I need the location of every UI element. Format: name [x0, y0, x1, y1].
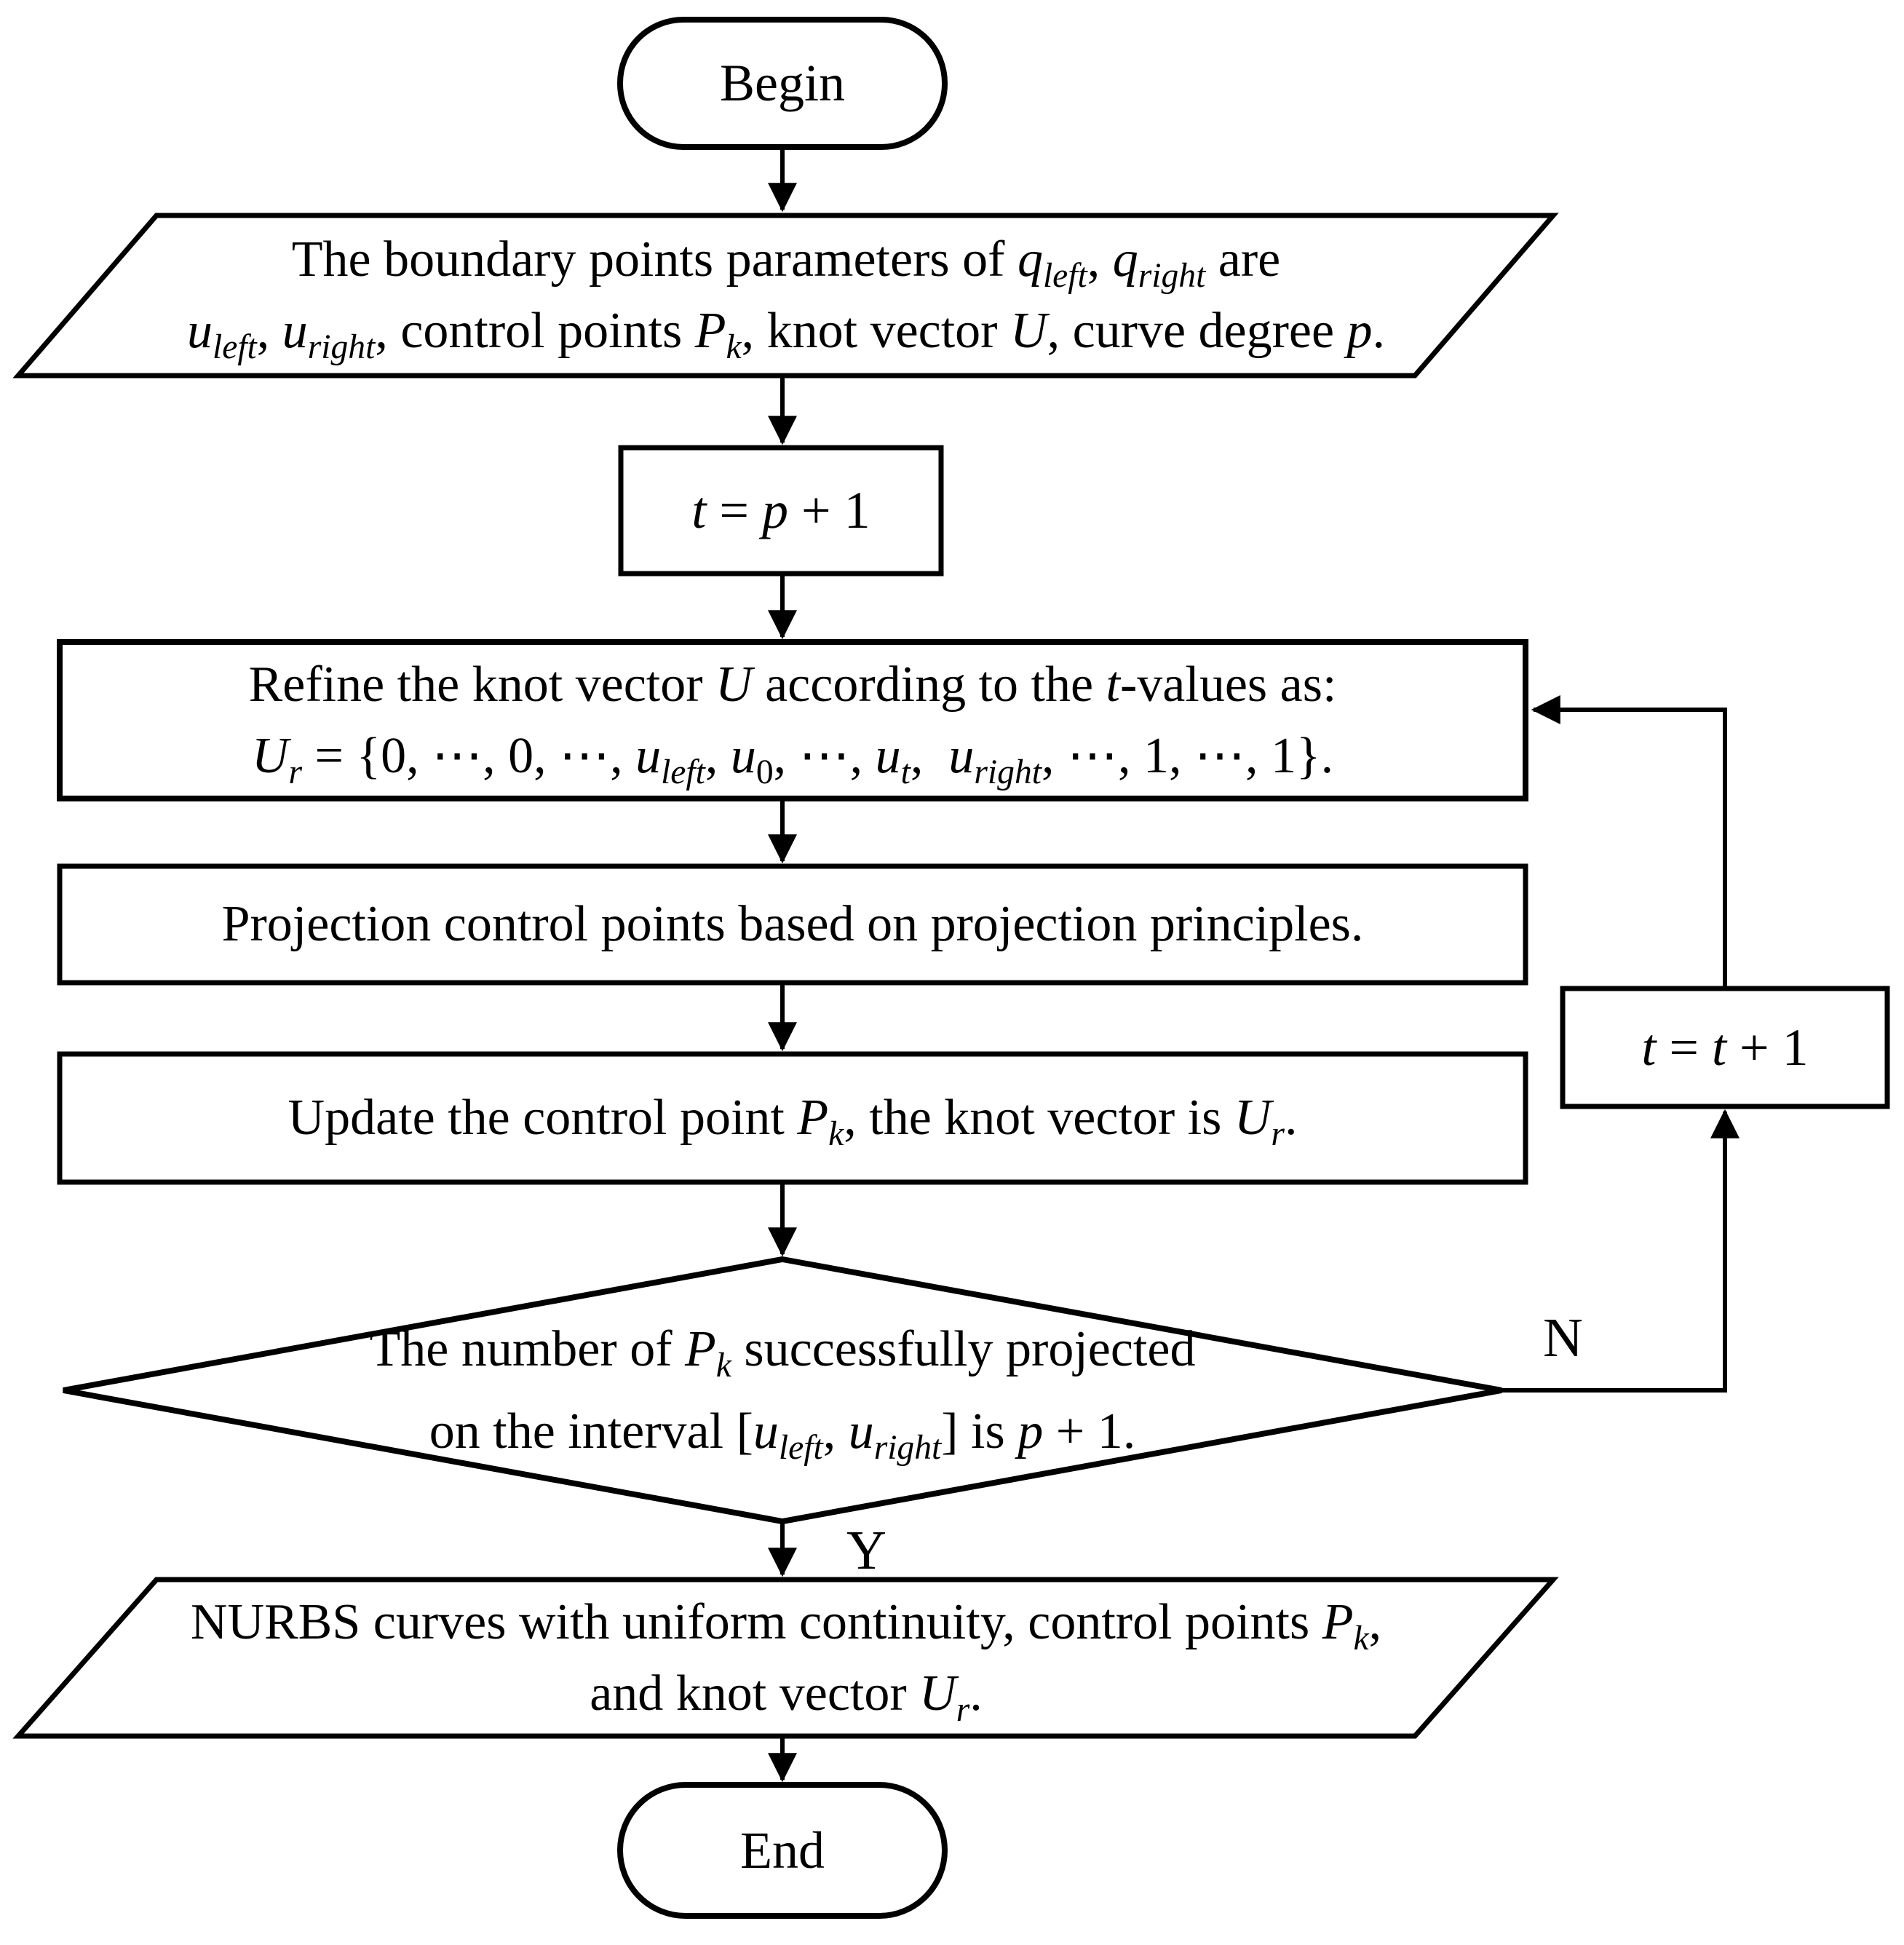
- output-label: NURBS curves with uniform continuity, co…: [190, 1593, 1382, 1729]
- input-parallelogram-shape: [12, 213, 1559, 379]
- decision-diamond-shape: [63, 1256, 1502, 1525]
- projection-process-shape: [57, 863, 1528, 986]
- output-parallelogram-shape: [12, 1577, 1559, 1739]
- t-step-label: t = t + 1: [1641, 1018, 1809, 1077]
- refine-label: Refine the knot vector U according to th…: [248, 656, 1337, 791]
- t-init-label: t = p + 1: [691, 481, 870, 540]
- edge-tstep-to-refine: [1531, 695, 1727, 989]
- projection-label: Projection control points based on proje…: [221, 896, 1364, 952]
- input-label: The boundary points parameters of qleft,…: [186, 231, 1386, 366]
- refine-process-shape: [57, 639, 1528, 801]
- t-step-process-shape: [1560, 986, 1890, 1109]
- update-process-shape: [57, 1051, 1528, 1185]
- yes-branch-label: Y: [846, 1520, 886, 1581]
- update-label: Update the control point Pk, the knot ve…: [287, 1090, 1298, 1153]
- t-init-process-shape: [618, 445, 944, 577]
- end-label: End: [740, 1821, 825, 1879]
- begin-terminator-shape: [617, 17, 948, 150]
- end-terminator-shape: [617, 1782, 948, 1919]
- begin-label: Begin: [720, 54, 845, 113]
- edge-decision-no: [1502, 1109, 1740, 1393]
- no-branch-label: N: [1543, 1307, 1583, 1368]
